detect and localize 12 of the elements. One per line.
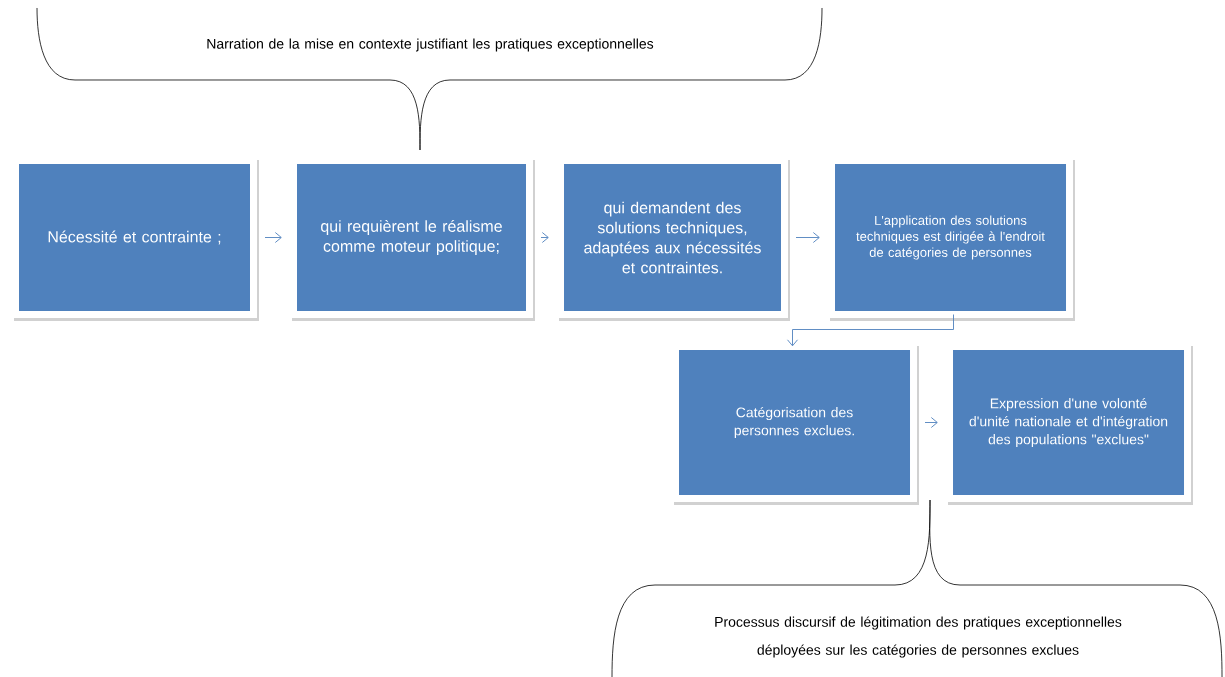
process-box: Nécessité et contrainte ; xyxy=(12,157,259,321)
brace-text: Processus discursif de légitimation des pratiques exceptionnelles déployées sur les catégories de personnes exclues xyxy=(715,616,1122,658)
process-box: qui demandent des solutions techniques, adaptées aux nécessités et contraintes. xyxy=(557,157,790,321)
brace-text: Narration de la mise en contexte justifiant les pratiques exceptionnelles xyxy=(207,38,654,52)
arrow xyxy=(787,314,954,347)
process-box: Expression d'une volonté d'unité nationale et d'intégration des populations "exclues" xyxy=(946,343,1193,505)
arrow xyxy=(924,417,938,428)
process-box: Catégorisation des personnes exclues. xyxy=(672,343,919,505)
arrow xyxy=(795,232,820,243)
process-box: qui requièrent le réalisme comme moteur politique; xyxy=(290,157,535,321)
arrow xyxy=(264,232,282,243)
process-box: L'application des solutions techniques est dirigée à l'endroit de catégories de personnes xyxy=(828,157,1075,321)
